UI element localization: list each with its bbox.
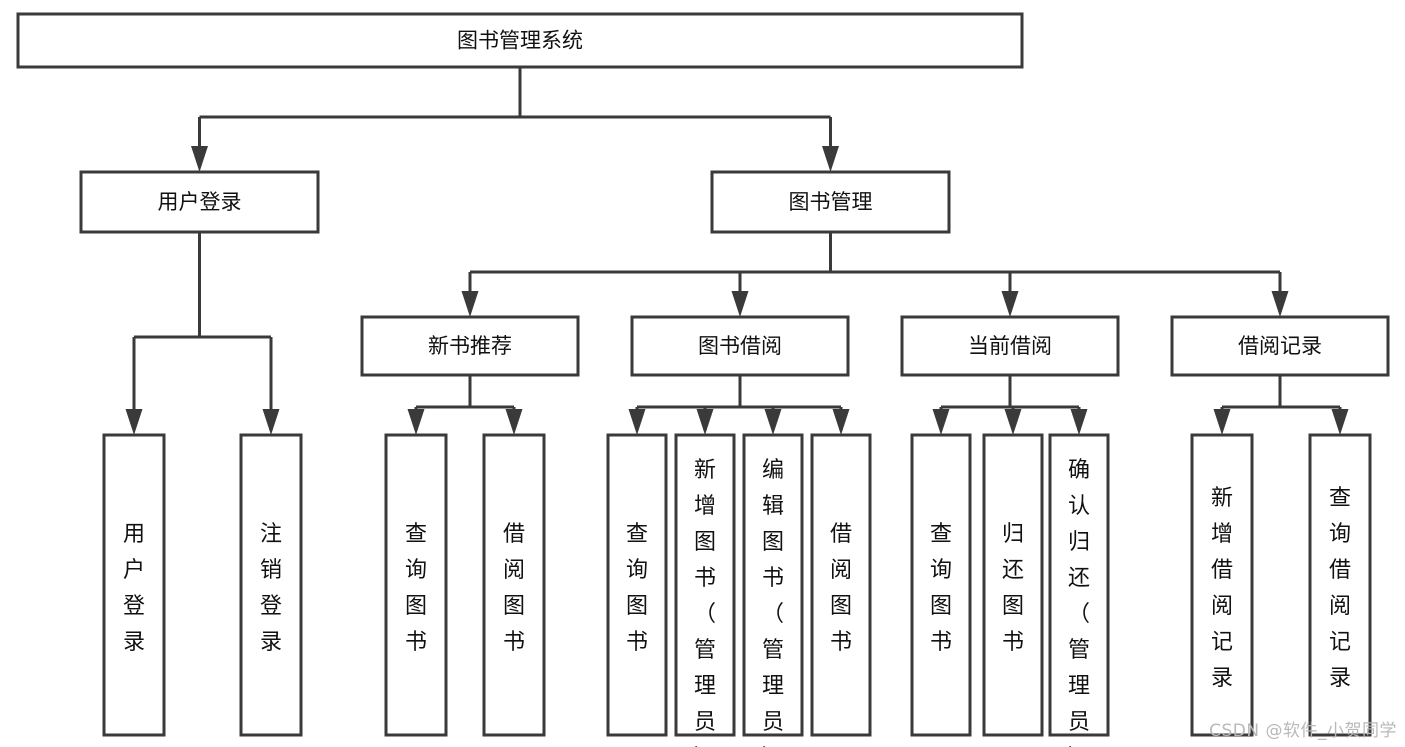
node-leaf-user-login[interactable]: 用户登录	[102, 433, 166, 737]
node-box	[384, 433, 448, 737]
node-layer: 图书管理系统用户登录图书管理新书推荐图书借阅当前借阅借阅记录用户登录注销登录查询…	[16, 12, 1390, 747]
arrow-head-icon	[505, 409, 523, 435]
node-box	[910, 433, 972, 737]
node-label: 图书管理	[789, 190, 873, 214]
arrow-head-icon	[1213, 409, 1231, 435]
node-leaf-borrow-book-b[interactable]: 借阅图书	[810, 433, 872, 737]
arrow-head-icon	[262, 409, 280, 435]
node-label: 新增图书（管理员）	[694, 458, 716, 747]
arrow-head-icon	[191, 146, 208, 172]
node-label: 查询图书	[405, 522, 427, 655]
node-box	[102, 433, 166, 737]
arrow-head-icon	[731, 291, 749, 317]
node-label: 新书推荐	[428, 334, 512, 358]
node-leaf-borrow-book-a[interactable]: 借阅图书	[482, 433, 546, 737]
node-root[interactable]: 图书管理系统	[16, 12, 1024, 69]
arrow-head-icon	[1004, 409, 1022, 435]
node-leaf-query-book-c[interactable]: 查询图书	[910, 433, 972, 737]
node-l3-new-book-rec[interactable]: 新书推荐	[360, 315, 580, 377]
arrow-head-icon	[461, 291, 479, 317]
node-leaf-edit-book[interactable]: 编辑图书（管理员）	[742, 433, 804, 747]
node-box	[1308, 433, 1372, 737]
node-box	[1190, 433, 1254, 737]
node-box	[674, 433, 736, 737]
arrow-head-icon	[407, 409, 425, 435]
arrow-head-icon	[1271, 291, 1289, 317]
node-box	[606, 433, 668, 737]
arrow-head-icon	[1070, 409, 1088, 435]
node-box	[630, 315, 850, 377]
node-box	[900, 315, 1120, 377]
arrow-head-icon	[932, 409, 950, 435]
node-box	[710, 170, 951, 234]
node-leaf-query-book-b[interactable]: 查询图书	[606, 433, 668, 737]
node-leaf-confirm-return[interactable]: 确认归还（管理员）	[1048, 433, 1110, 747]
node-label: 确认归还（管理员）	[1068, 458, 1090, 747]
node-label: 新增借阅记录	[1211, 486, 1233, 691]
node-leaf-query-book-a[interactable]: 查询图书	[384, 433, 448, 737]
node-label: 图书借阅	[698, 334, 782, 358]
node-leaf-add-book[interactable]: 新增图书（管理员）	[674, 433, 736, 747]
connector-layer	[125, 67, 1349, 435]
arrow-head-icon	[696, 409, 714, 435]
arrow-head-icon	[822, 146, 839, 172]
node-l3-borrow-record[interactable]: 借阅记录	[1170, 315, 1390, 377]
node-l3-book-borrow[interactable]: 图书借阅	[630, 315, 850, 377]
arrow-head-icon	[125, 409, 143, 435]
node-leaf-query-record[interactable]: 查询借阅记录	[1308, 433, 1372, 737]
node-l2-user-login[interactable]: 用户登录	[79, 170, 320, 234]
node-leaf-add-record[interactable]: 新增借阅记录	[1190, 433, 1254, 737]
node-label: 查询图书	[930, 522, 952, 655]
node-leaf-user-logout[interactable]: 注销登录	[239, 433, 303, 737]
node-box	[742, 433, 804, 737]
node-box	[79, 170, 320, 234]
arrow-head-icon	[1331, 409, 1349, 435]
node-label: 归还图书	[1002, 522, 1024, 655]
node-box	[239, 433, 303, 737]
node-label: 查询图书	[626, 522, 648, 655]
node-box	[16, 12, 1024, 69]
node-l2-book-mgmt[interactable]: 图书管理	[710, 170, 951, 234]
node-leaf-return-book[interactable]: 归还图书	[982, 433, 1044, 737]
node-box	[360, 315, 580, 377]
node-label: 用户登录	[158, 190, 242, 214]
node-label: 借阅记录	[1238, 334, 1322, 358]
arrow-head-icon	[1001, 291, 1019, 317]
csdn-watermark: CSDN @软件_小贺同学	[1209, 721, 1397, 741]
node-label: 借阅图书	[830, 522, 852, 655]
node-box	[810, 433, 872, 737]
node-label: 查询借阅记录	[1329, 486, 1351, 691]
node-box	[482, 433, 546, 737]
arrow-head-icon	[764, 409, 782, 435]
node-l3-current-borrow[interactable]: 当前借阅	[900, 315, 1120, 377]
node-label: 当前借阅	[968, 334, 1052, 358]
arrow-head-icon	[628, 409, 646, 435]
node-label: 注销登录	[260, 522, 282, 655]
node-label: 图书管理系统	[457, 29, 583, 53]
node-label: 借阅图书	[503, 522, 525, 655]
node-box	[1170, 315, 1390, 377]
arrow-head-icon	[832, 409, 850, 435]
node-box	[982, 433, 1044, 737]
node-box	[1048, 433, 1110, 737]
node-label: 用户登录	[123, 522, 145, 655]
